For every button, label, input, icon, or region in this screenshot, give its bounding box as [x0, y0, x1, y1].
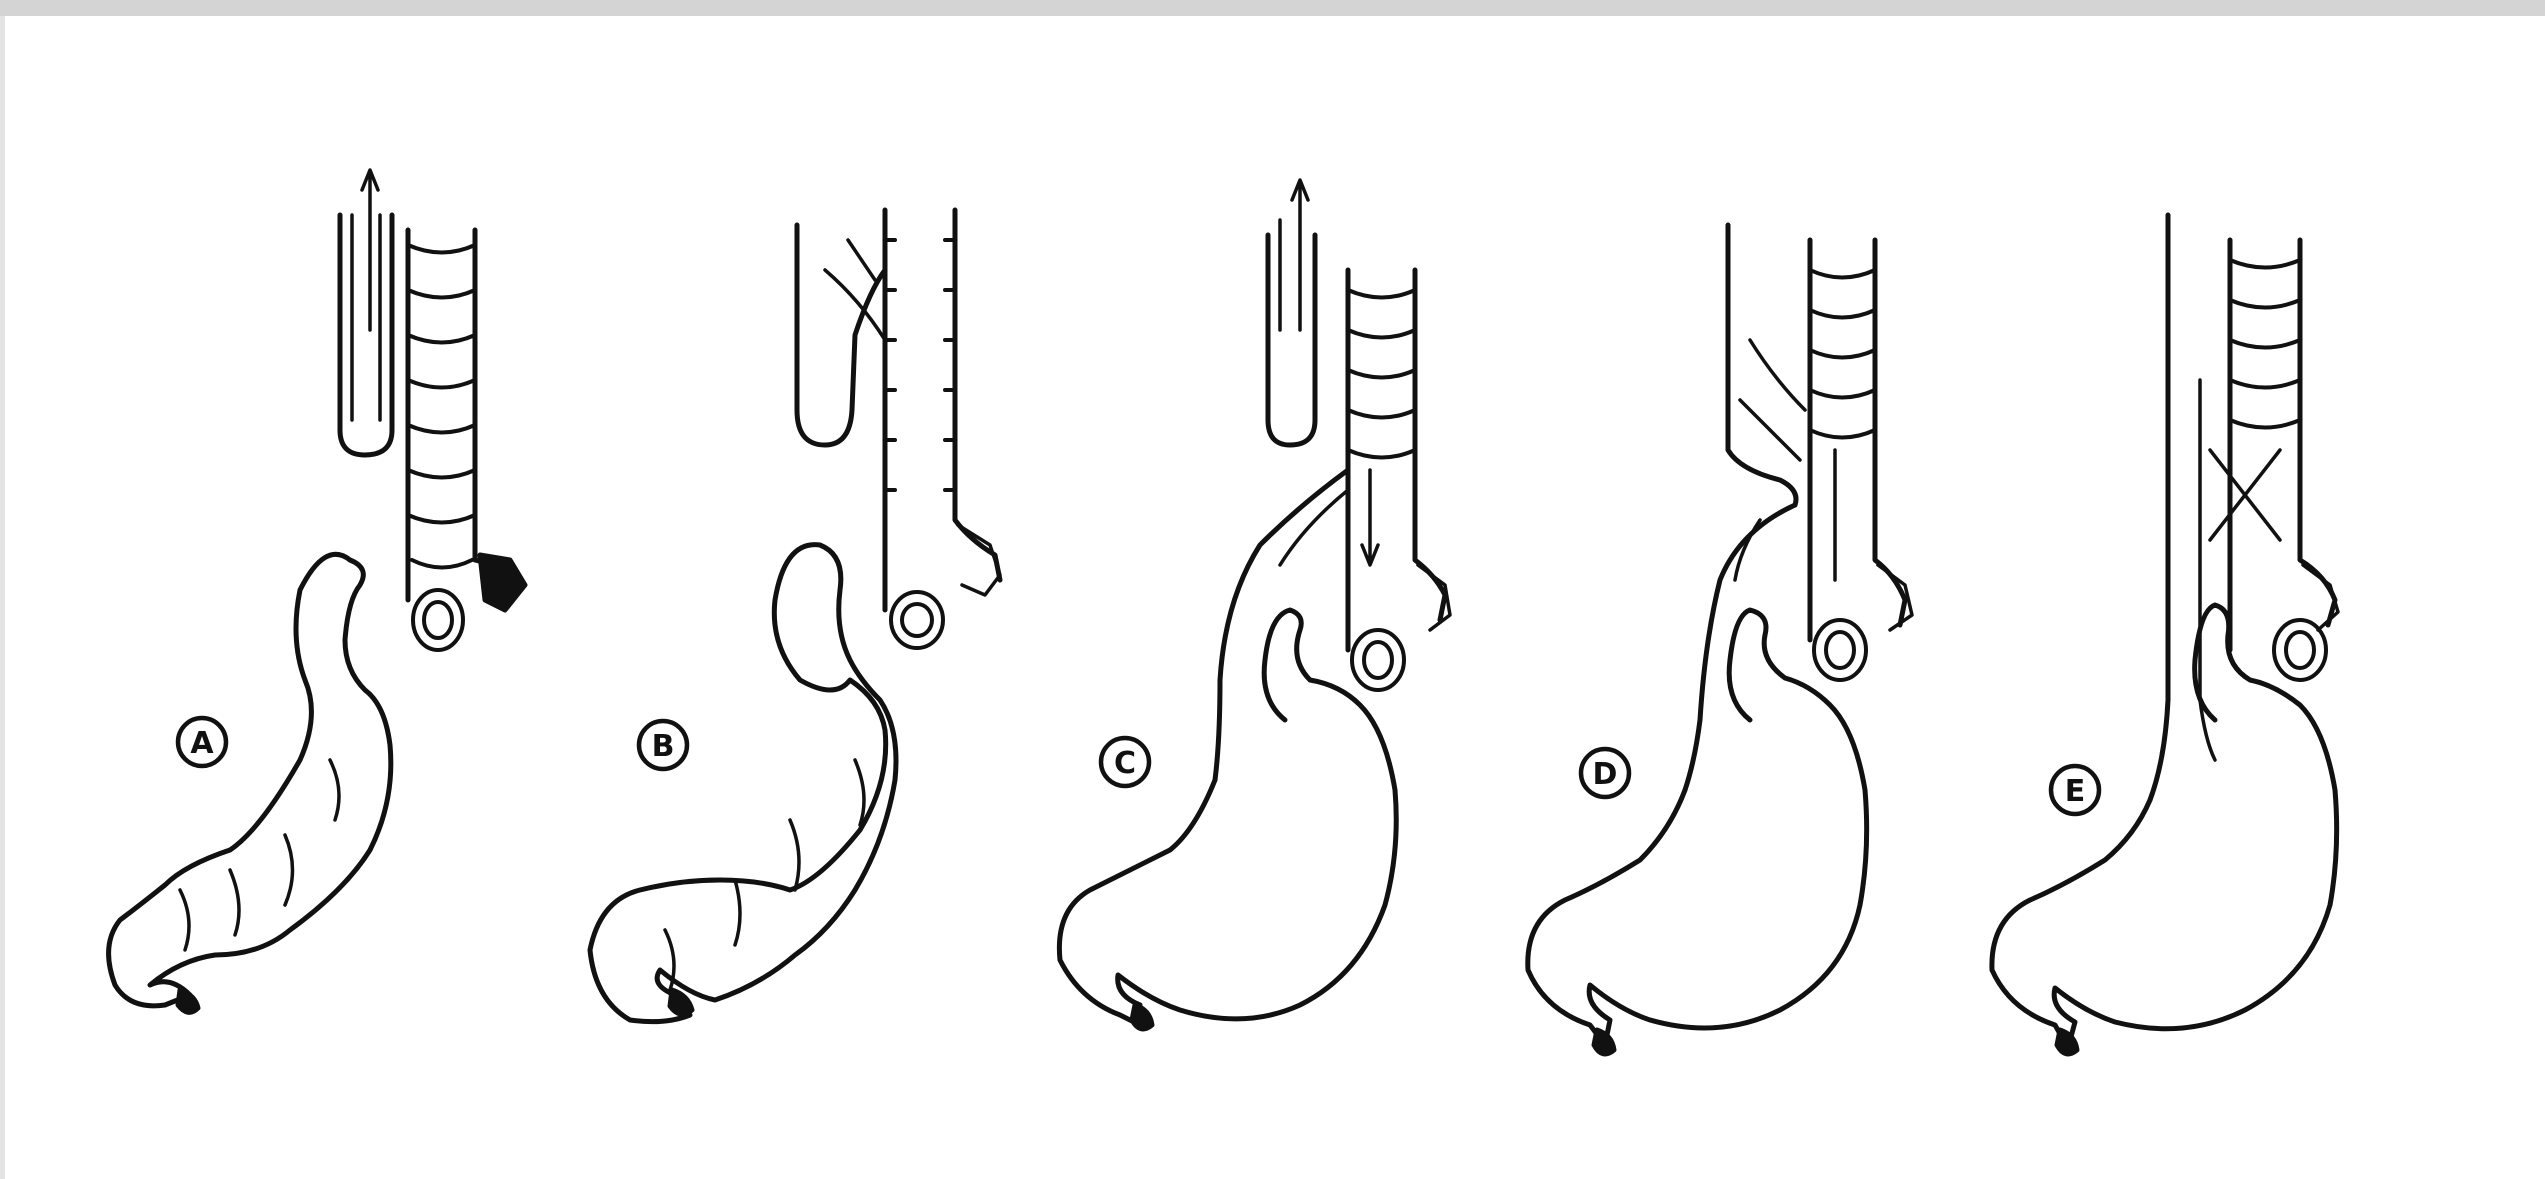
- panel-b-esophageal-pouch: [797, 225, 885, 445]
- panel-c-stomach: [1059, 610, 1396, 1025]
- panel-e-stomach: [1992, 605, 2337, 1048]
- panel-a-label: A: [190, 726, 214, 761]
- panel-d-trachea: [1810, 240, 1905, 640]
- panel-c-bronchus-left: [1352, 630, 1404, 690]
- panel-e-label: E: [2065, 774, 2086, 809]
- panel-e-bronchus-left-2: [2286, 632, 2314, 668]
- panel-d-pylorus: [1594, 1030, 1614, 1054]
- panel-c-arrow: [1280, 180, 1308, 330]
- panel-c-trachea-rings: [1348, 290, 1415, 458]
- panel-b: B: [590, 210, 1000, 1022]
- panel-a-esophageal-pouch: [340, 215, 392, 455]
- panel-a-stomach: [109, 554, 391, 1006]
- panel-c-distal-esophagus: [1215, 470, 1348, 780]
- panel-b-pylorus: [670, 990, 692, 1014]
- panel-a-pouch-inner: [352, 215, 380, 420]
- panel-e-trachea: [2230, 240, 2335, 650]
- panel-a-bronchus-left: [413, 590, 463, 650]
- panel-b-fistula: [825, 240, 885, 340]
- panel-d-stomach: [1528, 610, 1867, 1045]
- panel-a-arrow: [362, 170, 378, 330]
- panel-a-bronchus-right: [480, 555, 525, 610]
- panel-a-trachea-rings: [408, 245, 475, 568]
- panel-c-label: C: [1114, 746, 1136, 781]
- panel-b-label: B: [652, 729, 675, 764]
- panel-c-tracheal-arrow: [1362, 470, 1378, 565]
- panel-b-bronchus-left-2: [902, 604, 932, 636]
- panel-c-pylorus: [1132, 1005, 1152, 1029]
- panel-c-fistula-inner: [1280, 490, 1348, 565]
- panel-d-label: D: [1593, 757, 1618, 792]
- panel-d-trachea-rings: [1810, 270, 1875, 438]
- panel-a-bowel-folds: [180, 760, 339, 950]
- panel-d-esophageal-pouch: [1728, 225, 1796, 505]
- panel-e-esophagus: [2150, 215, 2168, 800]
- panel-b-stomach: [590, 545, 896, 1022]
- panel-b-bronchus-left: [891, 592, 943, 648]
- panel-d-proximal-fistula: [1740, 340, 1805, 460]
- panel-c: C: [1059, 180, 1450, 1029]
- panel-a-trachea: [408, 230, 520, 600]
- panel-b-trachea: [885, 210, 1000, 610]
- panel-e-h-fistula: [2210, 450, 2280, 540]
- panel-d-bronchus-right: [1878, 565, 1912, 630]
- panel-c-trachea: [1348, 270, 1445, 650]
- panel-c-esophageal-pouch: [1268, 235, 1315, 445]
- panel-c-bronchus-left-2: [1364, 642, 1392, 678]
- panel-a-pylorus: [178, 990, 198, 1012]
- panel-b-trachea-rings: [885, 240, 955, 490]
- panel-d-bronchus-left: [1814, 620, 1866, 680]
- panel-d: D: [1528, 225, 1912, 1054]
- panel-b-bronchus-right: [958, 525, 1000, 595]
- panel-b-bowel-folds: [665, 760, 864, 990]
- panel-a: A: [109, 170, 525, 1012]
- panel-d-bronchus-left-2: [1826, 632, 1854, 668]
- panel-e: E: [1992, 215, 2338, 1054]
- panel-a-bronchus-left-2: [424, 602, 452, 638]
- panel-d-distal-esophagus: [1685, 505, 1795, 790]
- panel-e-trachea-rings: [2230, 260, 2300, 428]
